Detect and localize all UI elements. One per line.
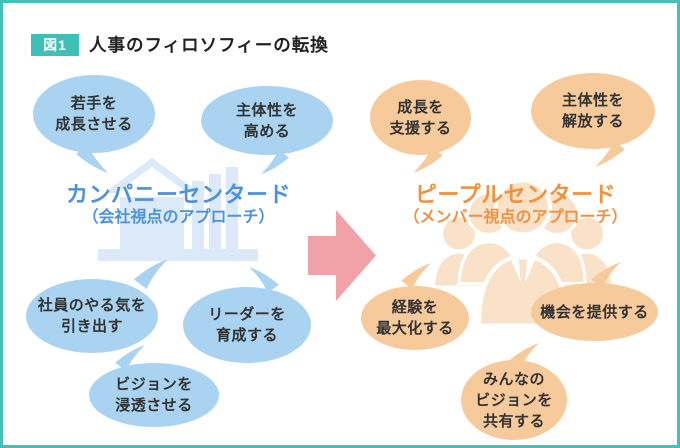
bubble-tail — [591, 262, 621, 288]
bubble-text: リーダーを 育成する — [208, 306, 286, 344]
speech-bubble-provide-opportunities: 機会を提供する — [531, 262, 658, 341]
bubble-tail — [595, 141, 625, 167]
figure-header: 図1 人事のフィロソフィーの転換 — [31, 32, 329, 57]
bubble-text: 機会を提供する — [540, 303, 649, 321]
company-centered-subheading: （会社視点のアプローチ） — [82, 209, 275, 226]
speech-bubble-support-growth: 成長を 支援する — [370, 80, 471, 173]
people-centered-subheading: （メンバー視点のアプローチ） — [403, 209, 628, 226]
bubble-tail — [261, 149, 289, 175]
bubble-tail — [133, 259, 169, 289]
company-centered-label: カンパニーセンタード （会社視点のアプローチ） — [36, 182, 321, 228]
bubble-text: 主体性を 解放する — [561, 92, 624, 130]
speech-bubble-raise-autonomy: 主体性を 高める — [201, 86, 333, 175]
figure-title: 人事のフィロソフィーの転換 — [89, 35, 329, 55]
bubble-text: 若手を 成長させる — [55, 95, 133, 133]
figure-number-badge: 図1 — [31, 33, 79, 56]
bubble-tail — [401, 263, 431, 289]
speech-bubble-share-vision: みんなの ビジョンを 共有する — [461, 343, 567, 440]
building-icon — [98, 158, 258, 261]
people-centered-label: ピープルセンタード （メンバー視点のアプローチ） — [373, 182, 658, 228]
speech-bubble-grow-young: 若手を 成長させる — [33, 75, 155, 173]
bubble-tail — [413, 147, 443, 173]
bubble-text: みんなの ビジョンを 共有する — [475, 370, 553, 430]
speech-bubble-maximize-experience: 経験を 最大化する — [361, 263, 469, 350]
speech-bubble-motivate-employees: 社員のやる気を 引き出す — [26, 259, 169, 353]
company-centered-heading: カンパニーセンタード — [65, 182, 291, 207]
bubble-tail — [509, 343, 539, 369]
bubble-text: 経験を 最大化する — [376, 299, 454, 337]
bubble-text: 成長を 支援する — [389, 98, 452, 137]
bubble-tail — [115, 345, 145, 371]
bubble-text: ビジョンを 浸透させる — [115, 376, 193, 414]
bubble-tail — [249, 267, 279, 293]
speech-bubble-develop-leaders: リーダーを 育成する — [183, 267, 311, 363]
speech-bubble-release-autonomy: 主体性を 解放する — [531, 73, 655, 167]
people-centered-heading: ピープルセンタード — [414, 182, 617, 207]
bubble-text: 社員のやる気を 引き出す — [37, 297, 147, 335]
transform-arrow-icon — [308, 210, 376, 301]
bubble-tail — [76, 145, 108, 173]
people-group-icon — [435, 178, 611, 328]
speech-bubble-instill-vision: ビジョンを 浸透させる — [89, 345, 219, 427]
bubble-text: 主体性を 高める — [235, 101, 298, 140]
